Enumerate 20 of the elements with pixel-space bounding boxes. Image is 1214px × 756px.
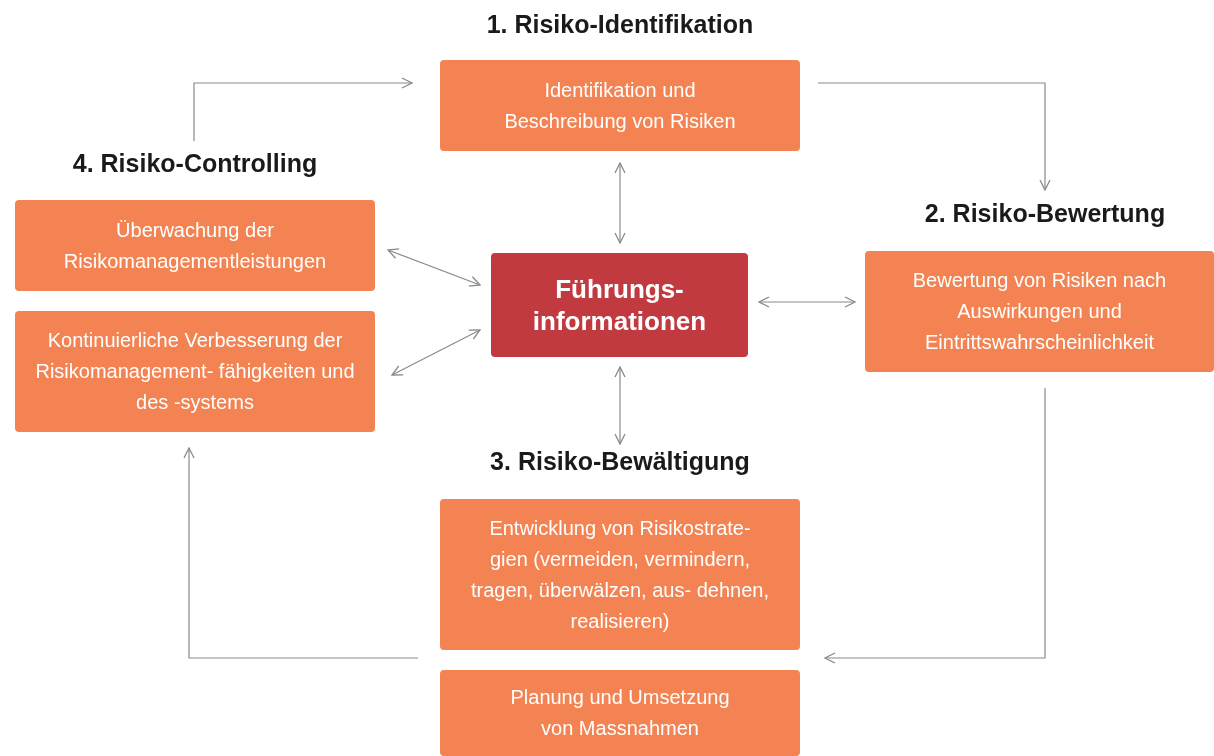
stage-heading: 2. Risiko-Bewertung	[880, 199, 1210, 231]
process-box: Entwicklung von Risikostrate- gien (vermeiden, vermindern, tragen, überwälzen, aus- dehnen, realisieren)	[440, 499, 800, 650]
arrow	[387, 248, 481, 287]
process-box: Bewertung von Risiken nach Auswirkungen und Eintrittswahrscheinlichkeit	[865, 251, 1214, 372]
center-box: Führungs- informationen	[491, 253, 748, 357]
arrow	[391, 329, 481, 376]
arrow	[183, 447, 419, 659]
process-box: Kontinuierliche Verbesserung der Risikomanagement- fähigkeiten und des -systems	[15, 311, 375, 432]
arrow	[614, 366, 626, 445]
stage-heading: 3. Risiko-Bewältigung	[430, 447, 810, 479]
process-box: Überwachung der Risikomanagementleistungen	[15, 200, 375, 291]
arrow	[817, 82, 1051, 191]
arrow	[758, 296, 856, 308]
arrow	[824, 387, 1046, 664]
arrow	[614, 162, 626, 244]
process-box: Identifikation und Beschreibung von Risiken	[440, 60, 800, 151]
process-box: Planung und Umsetzung von Massnahmen	[440, 670, 800, 756]
stage-heading: 1. Risiko-Identifikation	[430, 10, 810, 42]
arrow	[193, 77, 413, 142]
stage-heading: 4. Risiko-Controlling	[20, 149, 370, 181]
